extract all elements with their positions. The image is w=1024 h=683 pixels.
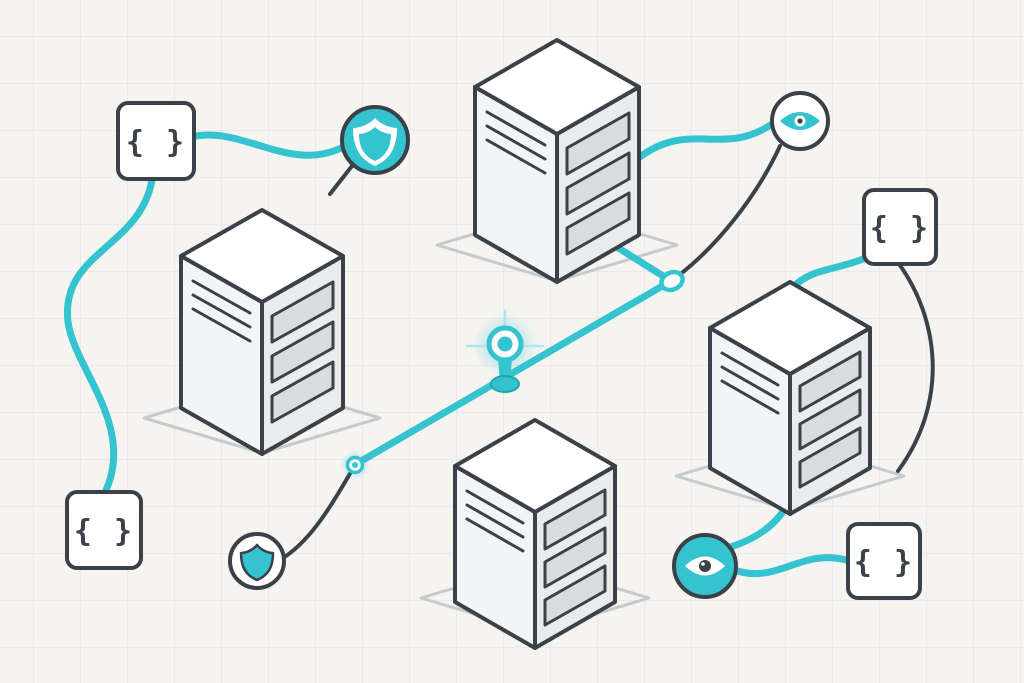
server-bottom-slats <box>543 488 607 627</box>
code-badge-bottom-left: { } <box>65 490 143 570</box>
shield-icon <box>239 543 275 582</box>
server-top-vents <box>485 110 547 175</box>
link-server-top-to-eye-badge <box>632 120 776 164</box>
eye-pupil <box>797 118 803 124</box>
server-slat <box>543 564 607 627</box>
code-badge-top-left: { } <box>116 101 196 181</box>
glow-dot-core <box>352 462 358 468</box>
eye-pupil <box>699 560 711 572</box>
link-eye-badge-top-to-junction <box>672 144 782 281</box>
server-slat <box>798 426 862 489</box>
shield-badge-bottom-left <box>228 532 286 590</box>
server-bottom <box>453 418 617 650</box>
glow-beacon <box>465 308 545 393</box>
code-brackets-icon: { } <box>74 514 134 549</box>
code-brackets-icon: { } <box>126 125 186 160</box>
link-server-top-to-junction <box>608 240 675 285</box>
eye-badge-top-right <box>770 91 830 151</box>
server-top <box>473 38 641 284</box>
server-left-vents <box>191 279 252 343</box>
server-slat <box>543 488 607 551</box>
server-slat <box>270 280 335 344</box>
link-dot-to-shield-small <box>284 468 354 558</box>
server-left-top-face <box>179 208 345 304</box>
code-box <box>846 522 922 600</box>
server-slat <box>798 388 862 451</box>
server-slat <box>798 350 862 413</box>
code-box <box>65 490 143 570</box>
server-left-slats <box>270 280 335 424</box>
code-badge-bottom-right: { } <box>846 522 922 600</box>
link-code-right-top-down-right-side <box>896 262 935 473</box>
code-box <box>116 101 196 181</box>
server-right-top-face <box>708 280 872 376</box>
code-brackets-icon: { } <box>870 211 930 246</box>
code-brackets-icon: { } <box>854 545 914 580</box>
server-slat <box>565 191 631 256</box>
link-code-top-left-to-shield <box>192 131 345 159</box>
server-left <box>179 208 345 456</box>
glow-dot <box>340 450 370 480</box>
server-slat <box>565 151 631 216</box>
eye-pupil-highlight <box>701 562 705 566</box>
server-right-vents <box>720 351 780 415</box>
server-bottom-top-face <box>453 418 617 514</box>
server-slat <box>565 111 631 176</box>
link-code-right-top-to-server-right <box>788 254 870 292</box>
beacon-core <box>497 336 513 352</box>
link-eye-badge-bottom-to-code-bottom-right <box>730 554 850 578</box>
server-bottom-vents <box>465 489 525 553</box>
eye-badge-bottom-right <box>672 533 738 599</box>
junction-ring-shape <box>659 269 685 293</box>
connectors <box>64 120 935 578</box>
server-slat <box>543 526 607 589</box>
server-right-slats <box>798 350 862 489</box>
server-top-top-face <box>473 38 641 136</box>
server-slat <box>270 360 335 424</box>
link-code-top-left-to-code-bottom-left <box>64 176 156 494</box>
server-right <box>708 280 872 516</box>
junction-ring <box>659 269 685 293</box>
shield-stub-line <box>328 164 354 196</box>
code-box <box>862 188 938 266</box>
shield-badge-top <box>340 105 410 175</box>
server-slat <box>270 320 335 384</box>
code-badge-right-top: { } <box>862 188 938 266</box>
beacon-base <box>490 375 520 393</box>
server-top-slats <box>565 111 631 256</box>
shield-icon-inner <box>359 127 391 161</box>
